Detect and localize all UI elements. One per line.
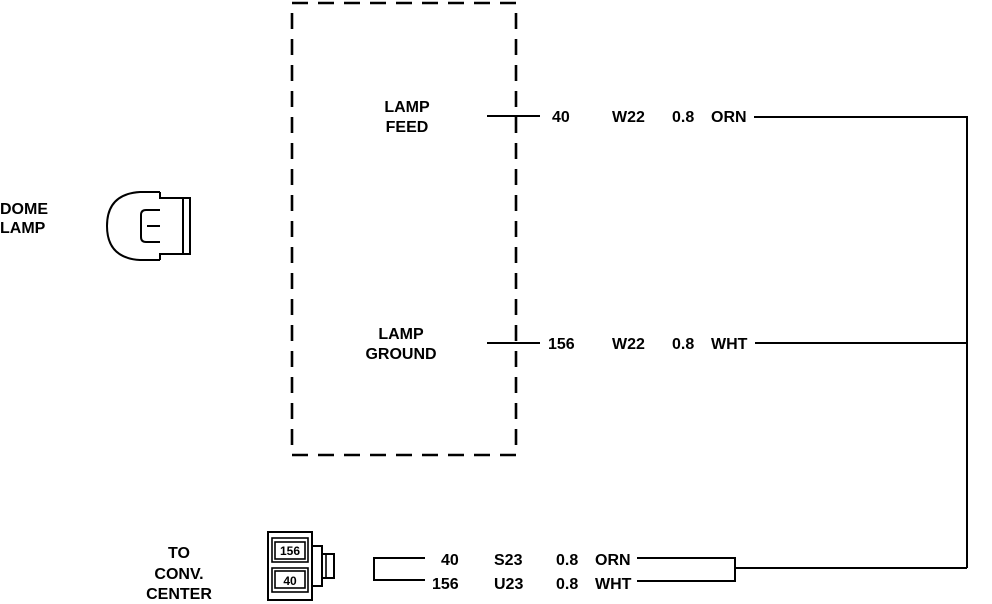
feed-wire — [754, 116, 968, 568]
ground-code: W22 — [612, 336, 645, 353]
ground-color: WHT — [711, 336, 748, 353]
conv-feed-gauge: 0.8 — [556, 552, 578, 569]
ground-gauge: 0.8 — [672, 336, 694, 353]
connector-pin-bottom: 40 — [283, 574, 297, 588]
conv-center-label-line3: CENTER — [146, 586, 212, 603]
conv-center-label-line1: TO — [168, 545, 190, 562]
feed-gauge: 0.8 — [672, 109, 694, 126]
dome-lamp-label-line2: LAMP — [0, 220, 46, 237]
lamp-ground-label-line1: LAMP — [378, 326, 424, 343]
conv-left-bracket — [373, 557, 425, 581]
conv-feed-code: S23 — [494, 552, 523, 569]
conv-ground-circuit: 156 — [432, 576, 459, 593]
connector-pin-top: 156 — [280, 544, 300, 558]
lamp-feed-label-line2: FEED — [386, 119, 429, 136]
conv-ground-gauge: 0.8 — [556, 576, 578, 593]
feed-circuit: 40 — [552, 109, 570, 126]
lamp-ground-label-line2: GROUND — [365, 346, 436, 363]
conv-ground-code: U23 — [494, 576, 523, 593]
dome-lamp-label-line1: DOME — [0, 201, 48, 218]
conv-feed-circuit: 40 — [441, 552, 459, 569]
dashed-enclosure — [290, 1, 518, 457]
feed-code: W22 — [612, 109, 645, 126]
ground-circuit: 156 — [548, 336, 575, 353]
lamp-feed-label-line1: LAMP — [384, 99, 430, 116]
dome-lamp-connector-icon — [105, 191, 191, 261]
conv-right-bracket — [637, 557, 736, 582]
conv-center-label-line2: CONV. — [154, 566, 203, 583]
conv-ground-color: WHT — [595, 576, 632, 593]
conv-feed-color: ORN — [595, 552, 631, 569]
feed-color: ORN — [711, 109, 747, 126]
conv-center-connector-icon — [267, 531, 335, 601]
